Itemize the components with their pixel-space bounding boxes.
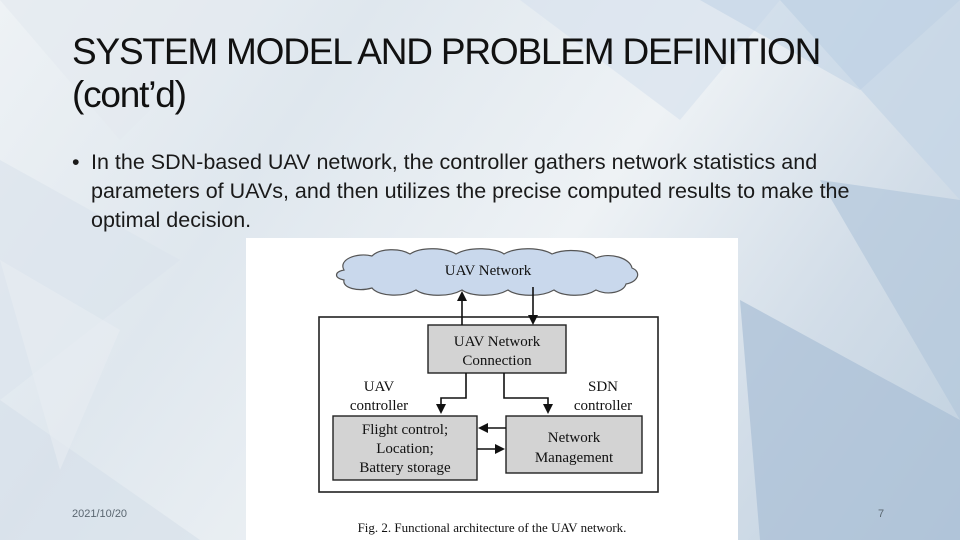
connection-box-line1: UAV Network bbox=[454, 334, 541, 350]
architecture-diagram: UAV Network UAV Network Connection UAV c… bbox=[318, 248, 659, 535]
flight-box-line1: Flight control; bbox=[362, 422, 448, 438]
uav-controller-line2: controller bbox=[350, 398, 408, 414]
sdn-controller-line1: SDN bbox=[588, 379, 618, 395]
connection-box bbox=[427, 324, 567, 374]
slide-title: SYSTEM MODEL AND PROBLEM DEFINITION (con… bbox=[72, 31, 821, 115]
arrow-connection-to-management bbox=[503, 373, 553, 414]
bullet-marker: • bbox=[72, 150, 80, 174]
network-box-line1: Network bbox=[548, 430, 601, 446]
flight-box-line3: Battery storage bbox=[359, 460, 451, 476]
bullet-item: • In the SDN-based UAV network, the cont… bbox=[72, 148, 891, 235]
flight-box-line2: Location; bbox=[376, 441, 433, 457]
network-management-box bbox=[505, 415, 643, 474]
outer-frame bbox=[318, 316, 659, 493]
arrow-connection-to-flight bbox=[436, 373, 467, 414]
figure-caption: Fig. 2. Functional architecture of the U… bbox=[358, 520, 627, 535]
footer-date: 2021/10/20 bbox=[72, 508, 128, 520]
cloud-label: UAV Network bbox=[445, 263, 532, 279]
uav-controller-line1: UAV bbox=[364, 379, 395, 395]
page-number: 7 bbox=[878, 508, 885, 520]
sdn-controller-line2: controller bbox=[574, 398, 632, 414]
bullet-text: In the SDN-based UAV network, the contro… bbox=[91, 150, 850, 232]
architecture-figure: UAV Network UAV Network Connection UAV c… bbox=[246, 238, 738, 540]
network-box-line2: Management bbox=[535, 450, 614, 466]
uav-network-cloud bbox=[335, 248, 639, 296]
connection-box-line2: Connection bbox=[462, 353, 532, 369]
flight-control-box bbox=[332, 415, 478, 481]
